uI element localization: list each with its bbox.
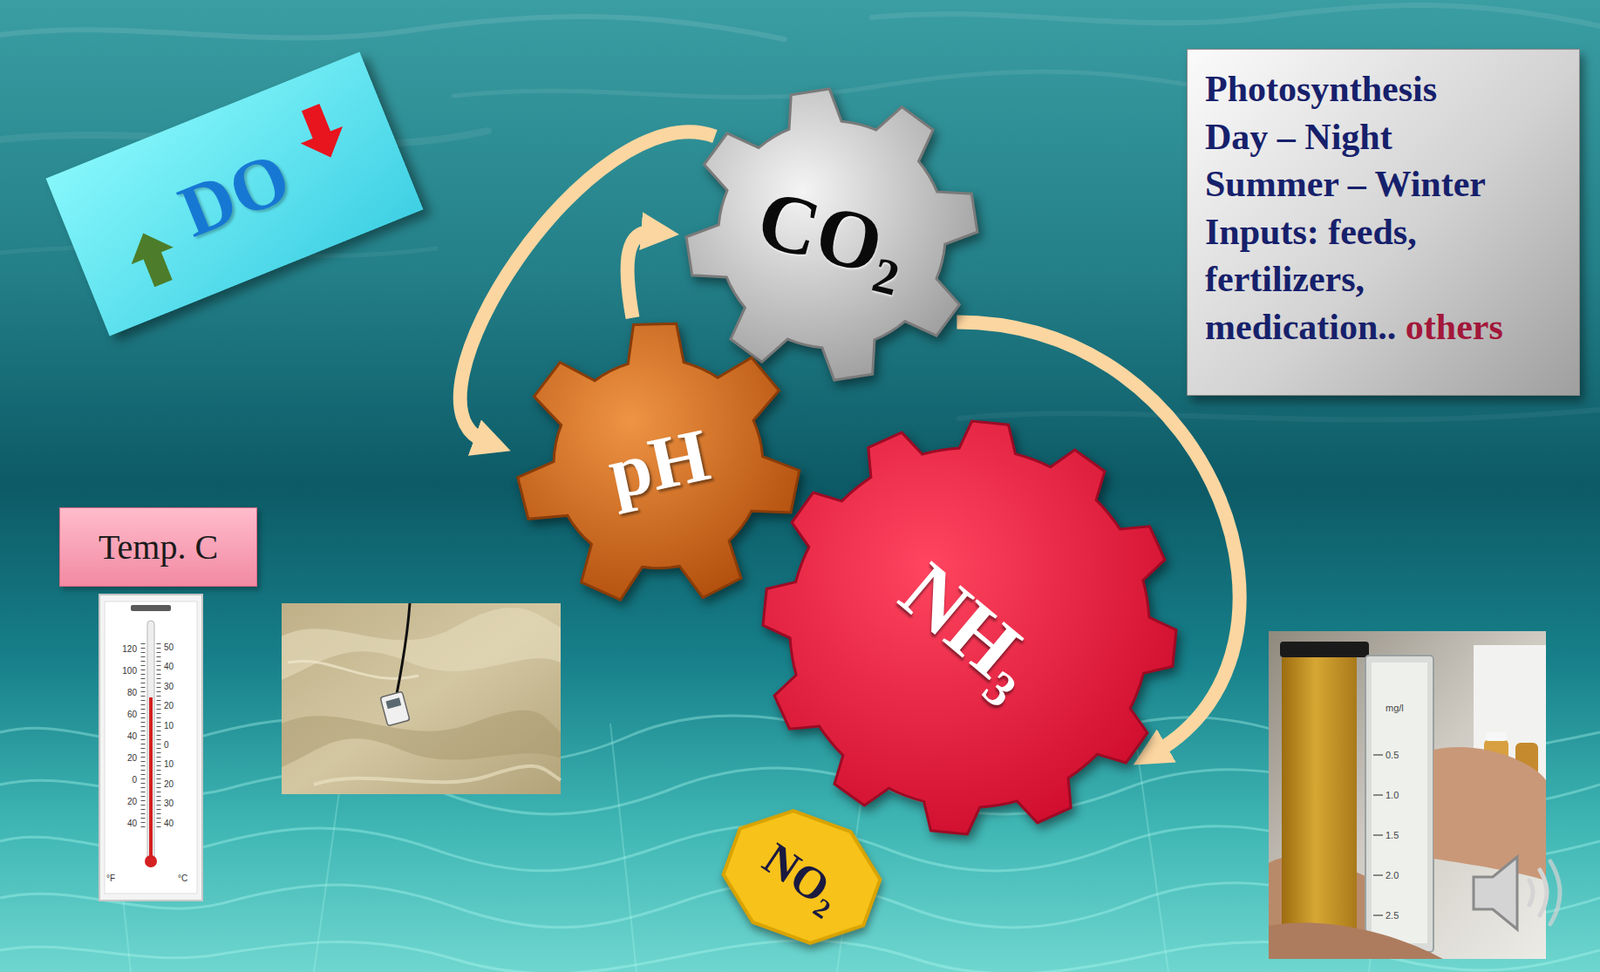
- ph-gear: pH: [510, 315, 807, 613]
- scale-number: 10: [163, 721, 174, 731]
- co2-gear: CO₂: [679, 81, 985, 388]
- scale-number: 40: [163, 819, 174, 829]
- scale-number: 0: [163, 741, 170, 750]
- panel-line-group: Inputs: feeds, fertilizers, medication..…: [1205, 208, 1564, 352]
- scale-number: °C: [177, 874, 188, 884]
- scale-number: 50: [163, 643, 174, 653]
- scale-number: 40: [127, 732, 137, 742]
- panel-line: Photosynthesis: [1205, 65, 1564, 114]
- panel-line: Summer – Winter: [1205, 160, 1564, 209]
- tube-scale-mark: 1.0: [1385, 790, 1399, 801]
- temp-label: Temp. C: [98, 530, 218, 566]
- scale-number: 0: [131, 776, 137, 785]
- scale-number: 80: [127, 688, 137, 698]
- tube-scale-mark: mg/l: [1385, 703, 1404, 714]
- scale-number: 30: [163, 682, 174, 692]
- scale-number: 30: [163, 799, 174, 809]
- scale-number: 100: [122, 667, 137, 676]
- scale-number: 120: [122, 645, 137, 654]
- scale-number: 40: [127, 819, 137, 829]
- tube-scale-mark: 0.5: [1385, 750, 1399, 761]
- scale-number: °F: [106, 874, 116, 884]
- panel-highlight: others: [1405, 306, 1504, 348]
- thermometer-illustration: [99, 594, 203, 901]
- speaker-icon: [1473, 857, 1560, 930]
- panel-line: Inputs: feeds, fertilizers, medication..: [1205, 211, 1417, 348]
- scale-number: 10: [163, 760, 174, 770]
- cycle-arrow: [627, 231, 654, 318]
- nh3-gear: NH₃: [755, 414, 1184, 842]
- scale-number: 20: [163, 701, 174, 711]
- scale-number: 20: [127, 754, 137, 763]
- ammonia-test-photo: [1268, 631, 1546, 960]
- factors-panel: PhotosynthesisDay – NightSummer – Winter…: [1186, 48, 1580, 396]
- scale-number: 40: [163, 662, 174, 672]
- gear-label: pH: [601, 416, 715, 511]
- scale-number: 20: [163, 780, 174, 790]
- scale-number: 60: [127, 710, 137, 720]
- tube-scale-mark: 2.5: [1385, 911, 1399, 921]
- scale-number: 20: [127, 797, 137, 807]
- do-label: DO: [170, 138, 300, 248]
- tube-scale-mark: 2.0: [1385, 871, 1399, 881]
- tube-scale-mark: 1.5: [1385, 830, 1399, 841]
- panel-line: Day – Night: [1205, 113, 1564, 162]
- logger-in-pond-photo: [281, 603, 561, 795]
- temp-label-box: Temp. C: [59, 507, 258, 587]
